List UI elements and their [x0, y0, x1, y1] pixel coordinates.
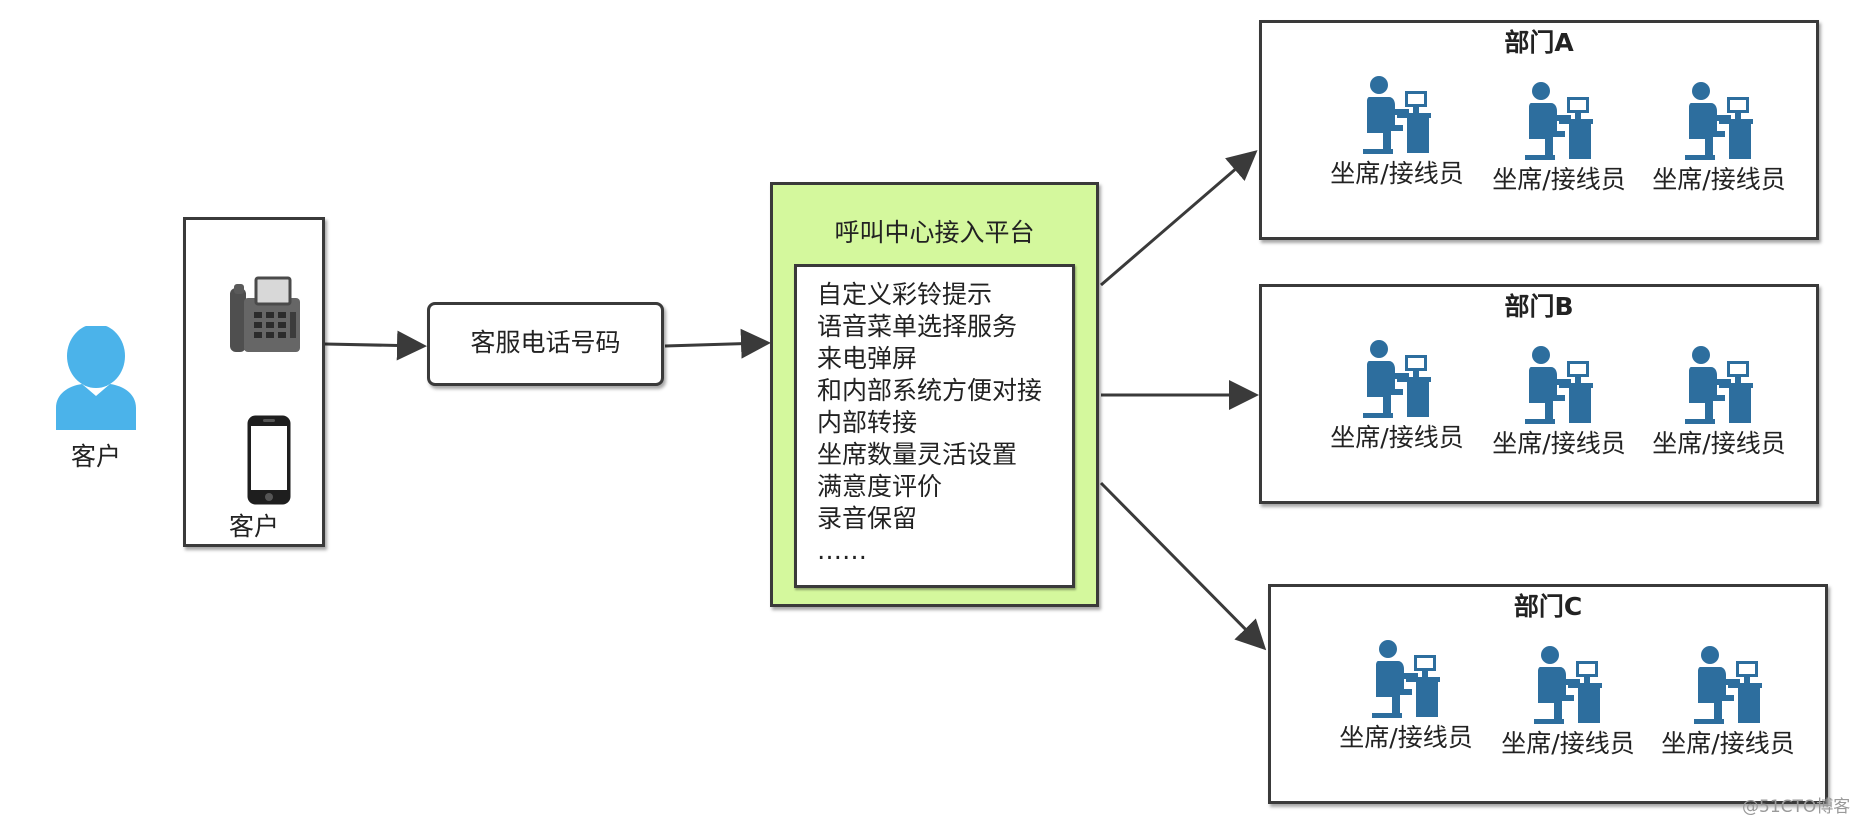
- agent-label: 坐席/接线员: [1330, 159, 1464, 188]
- arrow-customer-to-hotline: [324, 330, 427, 361]
- department-b-agent-3: 坐席/接线员: [1629, 345, 1809, 459]
- department-a-agent-3: 坐席/接线员: [1629, 81, 1809, 195]
- hotline-label: 客服电话号码: [470, 328, 621, 357]
- feature-item: 满意度评价: [817, 472, 943, 501]
- agent-at-desk-icon: [1534, 646, 1602, 724]
- department-b-box: 部门B 坐席/接线员: [1259, 284, 1819, 504]
- agent-at-desk-icon: [1525, 82, 1593, 160]
- agent-label: 坐席/接线员: [1492, 165, 1626, 194]
- department-c-agent-3: 坐席/接线员: [1638, 645, 1818, 759]
- customer-channel-label: 客户: [228, 512, 279, 541]
- customer-person: [52, 324, 140, 430]
- agent-label: 坐席/接线员: [1492, 429, 1626, 458]
- customer-channel-box: 客户: [183, 217, 325, 547]
- department-a-box: 部门A 坐席/接线员: [1259, 20, 1819, 240]
- customer-person-label: 客户: [70, 442, 121, 471]
- agent-label: 坐席/接线员: [1652, 429, 1786, 458]
- platform-title: 呼叫中心接入平台: [834, 218, 1035, 247]
- agent-at-desk-icon: [1363, 76, 1431, 154]
- feature-item: 自定义彩铃提示: [817, 280, 993, 309]
- feature-item: 坐席数量灵活设置: [817, 440, 1018, 469]
- agent-at-desk-icon: [1685, 82, 1753, 160]
- agent-at-desk-icon: [1363, 340, 1431, 418]
- feature-item: 和内部系统方便对接: [817, 376, 1043, 405]
- agent-at-desk-icon: [1685, 346, 1753, 424]
- arrow-platform-to-dept-c: [1099, 481, 1267, 651]
- department-c-agent-2: 坐席/接线员: [1493, 645, 1643, 759]
- platform-feature-list: 自定义彩铃提示 语音菜单选择服务 来电弹屏 和内部系统方便对接 内部转接 坐席数…: [817, 279, 1042, 567]
- person-icon: [56, 324, 136, 430]
- department-c-title: 部门C: [1513, 592, 1583, 621]
- arrow-hotline-to-platform: [664, 328, 771, 359]
- department-c-box: 部门C 坐席/接线员: [1268, 584, 1828, 804]
- feature-item: 来电弹屏: [817, 344, 918, 373]
- feature-item: 录音保留: [817, 504, 918, 533]
- platform-box: 呼叫中心接入平台 自定义彩铃提示 语音菜单选择服务 来电弹屏 和内部系统方便对接…: [770, 182, 1099, 607]
- arrow-platform-to-dept-a: [1100, 150, 1258, 287]
- desk-phone-icon: [230, 276, 300, 352]
- department-a-title: 部门A: [1504, 28, 1574, 57]
- department-c-agent-1: 坐席/接线员: [1316, 639, 1496, 753]
- agent-at-desk-icon: [1372, 640, 1440, 718]
- platform-feature-panel: 自定义彩铃提示 语音菜单选择服务 来电弹屏 和内部系统方便对接 内部转接 坐席数…: [794, 264, 1075, 588]
- watermark: @51CTO博客: [1742, 797, 1851, 817]
- feature-item: ……: [817, 536, 867, 565]
- hotline-box: 客服电话号码: [427, 302, 664, 386]
- agent-label: 坐席/接线员: [1330, 423, 1464, 452]
- feature-item: 语音菜单选择服务: [817, 312, 1018, 341]
- mobile-phone-icon: [247, 415, 291, 505]
- agent-at-desk-icon: [1694, 646, 1762, 724]
- agent-label: 坐席/接线员: [1661, 729, 1795, 758]
- department-b-title: 部门B: [1504, 292, 1574, 321]
- department-b-agent-1: 坐席/接线员: [1307, 339, 1487, 453]
- agent-at-desk-icon: [1525, 346, 1593, 424]
- agent-label: 坐席/接线员: [1652, 165, 1786, 194]
- department-a-agent-2: 坐席/接线员: [1484, 81, 1634, 195]
- department-a-agent-1: 坐席/接线员: [1307, 75, 1487, 189]
- agent-label: 坐席/接线员: [1339, 723, 1473, 752]
- department-b-agent-2: 坐席/接线员: [1484, 345, 1634, 459]
- agent-label: 坐席/接线员: [1501, 729, 1635, 758]
- feature-item: 内部转接: [817, 408, 918, 437]
